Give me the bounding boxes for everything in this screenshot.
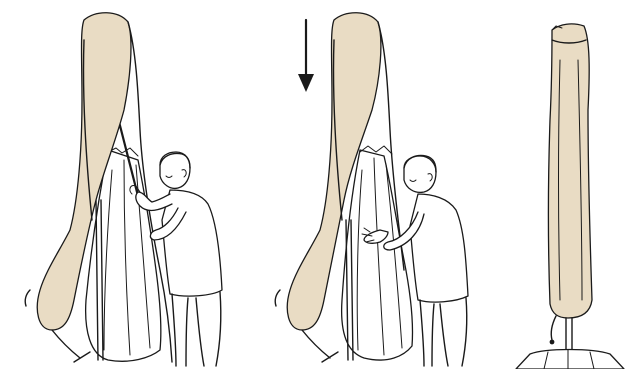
down-arrow-icon: [298, 20, 314, 92]
panel-step-3: [516, 24, 624, 369]
panel-step-2: [275, 13, 468, 366]
umbrella-cover-3: [549, 24, 593, 318]
umbrella-base-3: [516, 350, 624, 369]
panel-step-1: [25, 13, 222, 366]
